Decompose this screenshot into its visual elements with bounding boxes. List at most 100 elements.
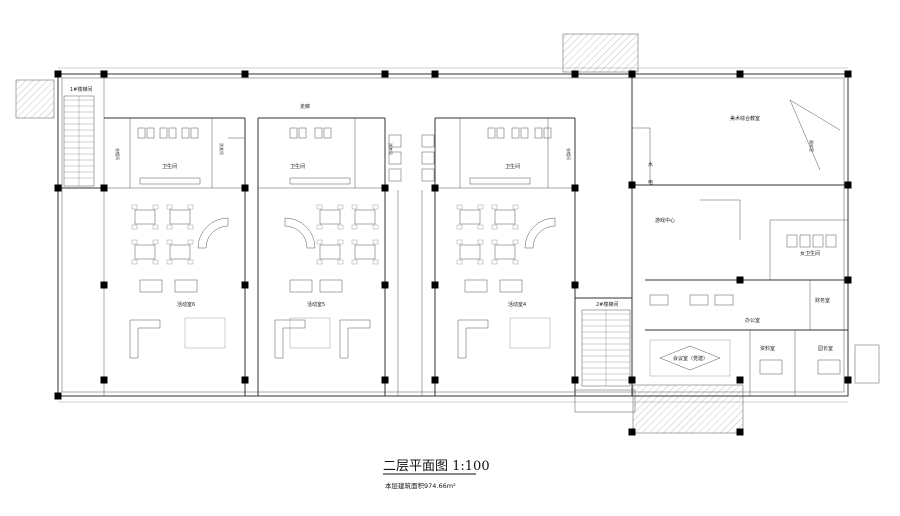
- toilet-stall: [314, 127, 323, 139]
- chair: [512, 204, 519, 210]
- label-wash1: 洗漱间: [219, 143, 225, 155]
- table: [134, 244, 156, 260]
- rug: [509, 317, 551, 349]
- chair: [512, 224, 519, 230]
- chair: [187, 204, 194, 210]
- table: [169, 244, 191, 260]
- toilet-stall: [812, 234, 824, 248]
- toilet-stall: [511, 127, 520, 139]
- drawing-title: 二层平面图 1:100: [383, 459, 490, 474]
- column: [628, 181, 636, 189]
- table: [134, 209, 156, 225]
- toilet-stall: [496, 127, 505, 139]
- chair: [351, 259, 358, 265]
- rug: [184, 317, 226, 349]
- column: [54, 184, 62, 192]
- outer-walls: [57, 73, 849, 413]
- chair: [166, 259, 173, 265]
- stair-1: [63, 95, 95, 187]
- chair: [131, 239, 138, 245]
- column: [736, 276, 744, 284]
- column: [844, 376, 852, 384]
- column: [628, 376, 636, 384]
- toilet-stall: [181, 127, 190, 139]
- dimension-lines: [58, 67, 848, 403]
- column: [844, 70, 852, 78]
- chair: [187, 259, 194, 265]
- label-activity4: 活动室4: [508, 301, 526, 308]
- column: [431, 70, 439, 78]
- chair: [166, 239, 173, 245]
- label-activity5: 活动室5: [307, 301, 325, 308]
- column: [628, 428, 636, 436]
- column: [571, 70, 579, 78]
- room-labels: 1#楼梯间 走廊 卫生间 卫生间 卫生间 洗漱间 洗漱间 衣帽间 衣帽间 活动室…: [70, 86, 833, 362]
- chair: [337, 259, 344, 265]
- toilet-stall: [520, 127, 529, 139]
- column: [571, 376, 579, 384]
- label-wash2: 洗漱间: [388, 143, 394, 155]
- rug: [289, 317, 331, 349]
- label-activity6: 活动室6: [177, 301, 195, 308]
- chair: [351, 204, 358, 210]
- toilet-stall: [786, 234, 798, 248]
- column: [431, 376, 439, 384]
- sink-counter: [469, 177, 531, 185]
- stair-2: [581, 309, 631, 387]
- toilet-stall: [825, 234, 837, 248]
- chair: [187, 239, 194, 245]
- label-wc2: 卫生间: [290, 163, 305, 170]
- chair: [477, 259, 484, 265]
- label-wc1: 卫生间: [162, 163, 177, 170]
- label-meeting: 会议室（党建）: [673, 355, 708, 362]
- label-female-wc: 女卫生间: [800, 250, 820, 257]
- column: [241, 70, 249, 78]
- label-finance: 财务室: [815, 297, 830, 304]
- table: [319, 209, 341, 225]
- desk: [759, 359, 783, 375]
- washbasin: [421, 151, 435, 165]
- label-game: 游戏中心: [655, 217, 675, 224]
- toilet-stall: [534, 127, 543, 139]
- toilet-stall: [168, 127, 177, 139]
- label-tool: 器材室: [809, 140, 815, 152]
- label-stair2: 2#楼梯间: [596, 301, 618, 308]
- toilet-stall: [190, 127, 199, 139]
- chair: [456, 224, 463, 230]
- chair: [456, 204, 463, 210]
- toilet-stall: [323, 127, 332, 139]
- column: [736, 376, 744, 384]
- label-art: 美术综合教室: [730, 115, 760, 122]
- table: [319, 244, 341, 260]
- sofa: [339, 319, 371, 359]
- balcony-north: [562, 33, 639, 73]
- label-elec: 电: [648, 179, 653, 186]
- chair: [152, 259, 159, 265]
- desk: [649, 294, 669, 306]
- interior-walls: [104, 99, 848, 396]
- table: [174, 279, 198, 293]
- table: [169, 209, 191, 225]
- chair: [131, 224, 138, 230]
- chair: [491, 204, 498, 210]
- chair: [166, 224, 173, 230]
- chair: [351, 239, 358, 245]
- toilet-stall: [146, 127, 155, 139]
- curved-benches: [197, 217, 556, 249]
- chair: [372, 259, 379, 265]
- chair: [477, 239, 484, 245]
- table: [289, 279, 313, 293]
- column: [54, 70, 62, 78]
- chair: [152, 224, 159, 230]
- chair: [337, 224, 344, 230]
- toilet-stall: [137, 127, 146, 139]
- chair: [316, 259, 323, 265]
- chair: [372, 204, 379, 210]
- column: [736, 428, 744, 436]
- toilet-fixtures: [137, 127, 837, 248]
- label-water: 水: [648, 161, 653, 168]
- toilet-stall: [159, 127, 168, 139]
- structural-columns: [54, 70, 852, 436]
